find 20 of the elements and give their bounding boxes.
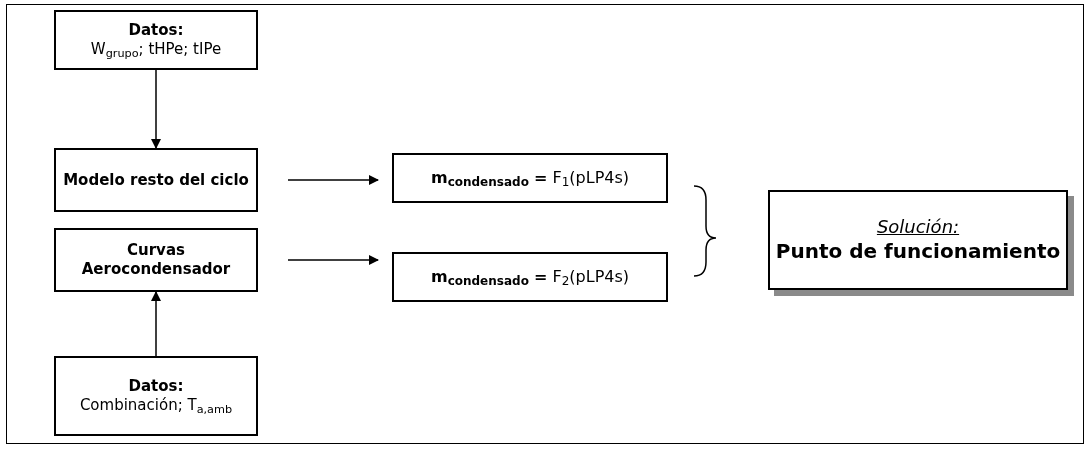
box-text: m$_{condensado}$ = F$_{2}$(pLP4s) [430, 266, 630, 289]
box-heading: Datos: [128, 377, 184, 396]
box-text: Curvas Aerocondensador [80, 241, 232, 279]
box-text: Combinación; T$_{a,amb}$ [79, 396, 233, 415]
process-box [54, 228, 258, 292]
process-box [54, 10, 258, 70]
arrow [287, 255, 379, 265]
process-box [54, 148, 258, 212]
arrow [287, 175, 379, 185]
box-text: m$_{condensado}$ = F$_{1}$(pLP4s) [430, 167, 630, 190]
equation-box [392, 153, 668, 203]
box-heading: Datos: [128, 21, 184, 40]
box-heading: Solución: [876, 216, 960, 239]
box-text: W$_{grupo}$; tHPe; tIPe [90, 40, 222, 59]
arrow [151, 291, 161, 357]
box-text: Modelo resto del ciclo [63, 170, 249, 190]
box-text: Punto de funcionamiento [775, 238, 1061, 264]
arrow [151, 69, 161, 149]
process-box [54, 356, 258, 436]
equation-box [392, 252, 668, 302]
